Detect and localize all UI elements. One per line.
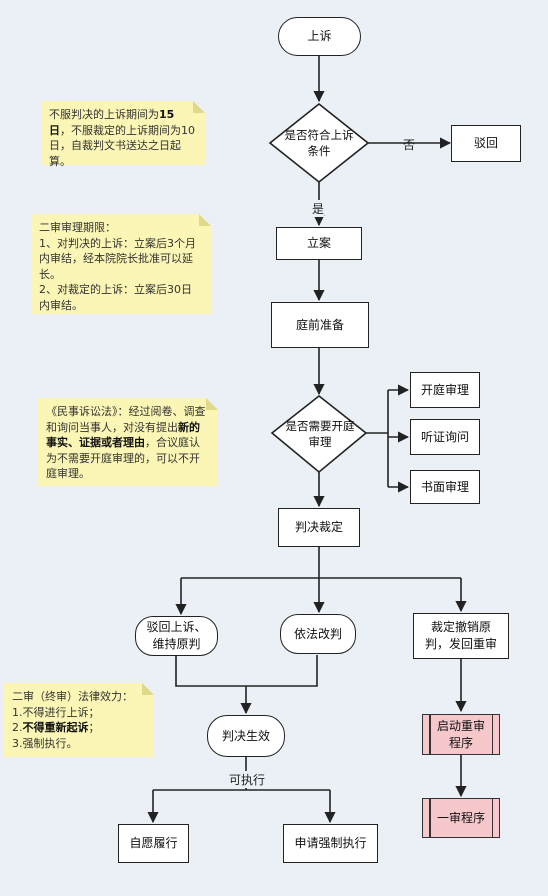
node-first-instance: 一审程序 <box>422 798 500 838</box>
node-apply-enforcement: 申请强制执行 <box>283 824 378 863</box>
node-file-case: 立案 <box>276 227 362 260</box>
decision-diamond-hearing <box>270 394 368 474</box>
node-need-hearing-text: 是否需要开庭审理 <box>285 419 355 449</box>
note-legal-effect: 二审（终审）法律效力： 1.不得进行上诉； 2.不得重新起诉； 3.强制执行。 <box>4 683 154 757</box>
label-executable: 可执行 <box>227 771 268 788</box>
node-voluntary-performance: 自愿履行 <box>118 824 189 863</box>
node-uphold-original: 驳回上诉、维持原判 <box>135 616 218 656</box>
note-appeal-period: 不服判决的上诉期间为15日，不服裁定的上诉期间为10日，自裁判文书送达之日起算。 <box>41 101 205 168</box>
decision-diamond-appeal <box>268 102 370 184</box>
node-start-retrial: 启动重审程序 <box>422 714 500 755</box>
note-review-period: 二审审理期限： 1、对判决的上诉：立案后3个月内审结，经本院院长批准可以延长。 … <box>31 214 211 314</box>
node-remand-retrial: 裁定撤销原判，发回重审 <box>413 613 509 659</box>
edge-uphold-to-merge <box>175 655 318 687</box>
node-check-conditions-text: 是否符合上诉条件 <box>284 128 354 158</box>
node-hearing-inquiry: 听证询问 <box>410 419 480 455</box>
node-judgment-ruling: 判决裁定 <box>278 508 360 547</box>
node-amend-by-law: 依法改判 <box>280 614 356 654</box>
node-pretrial-prep: 庭前准备 <box>271 302 369 348</box>
label-no: 否 <box>403 138 416 152</box>
node-appeal: 上诉 <box>278 17 361 56</box>
node-reject: 驳回 <box>451 125 521 162</box>
node-court-hearing: 开庭审理 <box>410 372 480 408</box>
label-yes: 是 <box>312 200 325 217</box>
node-judgment-effective: 判决生效 <box>207 715 285 757</box>
node-written-review: 书面审理 <box>410 470 480 504</box>
note-civil-procedure: 《民事诉讼法》：经过阅卷、调查和询问当事人，对没有提出新的事实、证据或者理由，合… <box>38 398 218 486</box>
